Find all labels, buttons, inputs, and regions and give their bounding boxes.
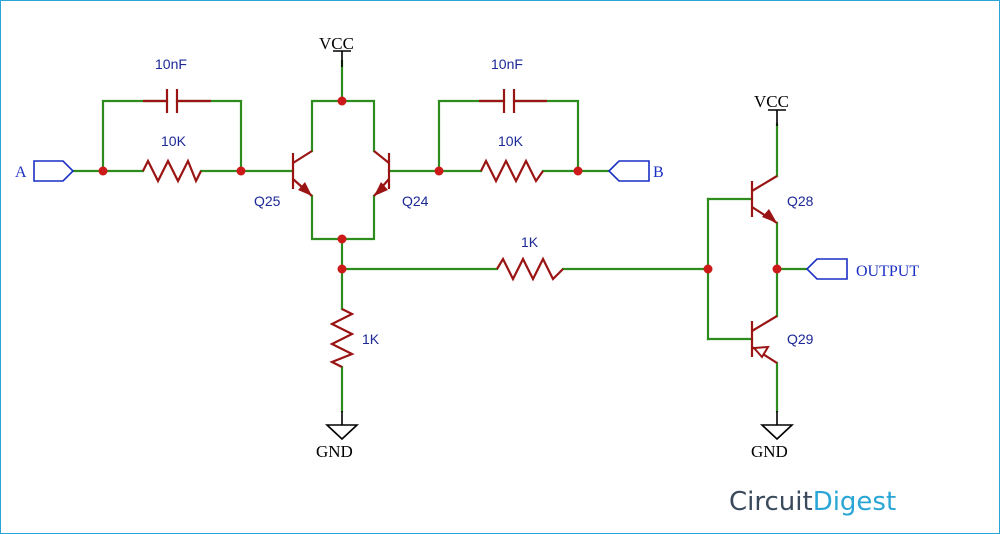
port-b-label: B <box>653 164 664 181</box>
gnd-label-left: GND <box>316 442 353 461</box>
q25-label: Q25 <box>254 193 281 209</box>
q24-label: Q24 <box>402 193 429 209</box>
res-label-left: 10K <box>161 133 187 149</box>
cap-label-right: 10nF <box>491 56 523 72</box>
transistor-q28 <box>750 175 778 224</box>
vcc-label-right: VCC <box>754 92 789 111</box>
brand-logo: CircuitDigest <box>729 487 896 517</box>
transistor-q24 <box>373 150 391 197</box>
port-output-label: OUTPUT <box>856 263 919 280</box>
port-output <box>805 258 848 280</box>
resistor-10k-right <box>480 158 544 184</box>
cap-label-left: 10nF <box>155 56 187 72</box>
q28-label: Q28 <box>787 193 814 209</box>
res-label-link: 1K <box>521 234 539 250</box>
junctions <box>98 96 782 274</box>
gnd-label-right: GND <box>751 442 788 461</box>
transistor-q29 <box>750 315 778 364</box>
brand-part-digest: Digest <box>813 487 896 517</box>
res-label-ground: 1K <box>362 331 380 347</box>
port-a <box>33 160 75 182</box>
vcc-label-left: VCC <box>319 34 354 53</box>
vcc-symbol-left <box>333 50 351 67</box>
brand-part-circuit: Circuit <box>729 487 813 517</box>
transistor-q25 <box>291 150 313 197</box>
vcc-symbol-right <box>768 109 786 126</box>
res-label-right: 10K <box>498 133 524 149</box>
wires <box>71 59 809 413</box>
resistor-10k-left <box>142 158 202 184</box>
capacitor-left <box>143 89 211 113</box>
gnd-symbol-right <box>759 411 795 441</box>
q29-label: Q29 <box>787 331 814 347</box>
port-a-label: A <box>15 164 27 181</box>
gnd-symbol-left <box>324 411 360 441</box>
capacitor-right <box>479 89 547 113</box>
port-b <box>607 160 650 182</box>
resistor-1k-link <box>496 256 564 282</box>
resistor-1k-ground <box>329 308 355 368</box>
